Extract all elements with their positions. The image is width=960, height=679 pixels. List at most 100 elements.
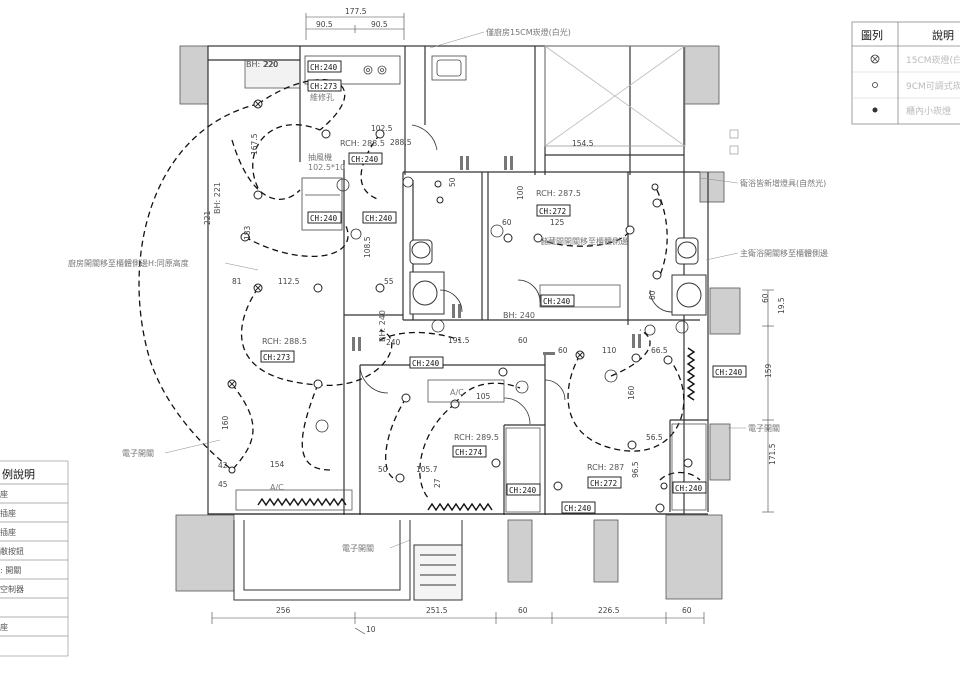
outer-walls xyxy=(207,45,709,515)
legend-left-row-6: 空制器 xyxy=(0,584,24,594)
dim-top-total: 177.5 xyxy=(345,7,367,16)
dim-i-20: 160 xyxy=(627,385,636,400)
doors xyxy=(359,124,673,425)
ch-tag-3: CH:240 xyxy=(351,155,379,164)
note-fan: 抽風機 xyxy=(308,152,332,162)
balcony xyxy=(233,520,463,601)
dim-i-22: 154 xyxy=(270,460,285,469)
dim-i-4: 183 xyxy=(243,225,252,240)
note-move-hole: 維修孔 xyxy=(310,92,334,102)
note-master-bath-switch: 主衛浴開關移至櫃體側邊 xyxy=(740,248,828,258)
dim-bottom-6: 10 xyxy=(366,625,376,634)
dim-i-27: 27 xyxy=(433,478,442,488)
ch-tag-10: CH:240 xyxy=(715,368,743,377)
legend-right xyxy=(851,21,960,125)
ac-units xyxy=(235,284,707,513)
light-crosses xyxy=(228,100,584,388)
dim-i-25: 50 xyxy=(378,465,388,474)
bh-label-2: BH: 221 xyxy=(213,182,222,214)
dim-i-6: 112.5 xyxy=(278,277,300,286)
leader-lines xyxy=(164,31,746,549)
dim-right-4: 171.5 xyxy=(768,443,777,465)
legend-left-title: 例說明 xyxy=(2,467,35,481)
dim-i-5: 221 xyxy=(203,210,212,225)
right-dimensions xyxy=(762,289,774,513)
legend-left-row-2: 插座 xyxy=(0,508,16,518)
legend-left-row-5: : 開關 xyxy=(0,566,21,575)
bh-label-1: BH: 220 xyxy=(246,60,278,69)
bh-label-4: BH: 240 xyxy=(503,311,535,320)
ch-tag-15: CH:240 xyxy=(675,484,703,493)
rch-label-3: RCH: 288.5 xyxy=(262,337,307,346)
ch-tag-2: CH:273 xyxy=(310,82,337,91)
top-dimensions xyxy=(305,13,405,40)
dim-i-3: 167.5 xyxy=(250,133,259,155)
legend-right-row-2: 9CM可調式崁 xyxy=(906,80,960,92)
dim-right-1: 60 xyxy=(761,293,770,303)
legend-left-row-8: 座 xyxy=(0,622,8,632)
dim-bottom-2: 251.5 xyxy=(426,606,448,615)
dim-bottom-1: 256 xyxy=(276,606,291,615)
ch-tag-boxes xyxy=(260,60,747,514)
dim-i-28: 56.5 xyxy=(646,433,663,442)
dim-i-26: 105.7 xyxy=(416,465,438,474)
bath-fixtures xyxy=(409,237,707,316)
dim-i-24: 45 xyxy=(218,480,228,489)
ch-tag-4: CH:240 xyxy=(310,214,338,223)
dim-i-15: 60 xyxy=(518,336,528,345)
legend-right-header-desc: 說明 xyxy=(932,28,954,42)
dim-i-12: 60 xyxy=(502,218,512,227)
dim-right-3: 159 xyxy=(764,363,773,378)
note-e-switch-bottom: 電子開關 xyxy=(342,544,374,553)
ch-tag-14: CH:272 xyxy=(590,479,617,488)
dim-i-30: 50 xyxy=(448,177,457,187)
hatch-marks xyxy=(352,156,641,355)
dim-i-17: 110 xyxy=(602,346,617,355)
ch-tag-8: CH:273 xyxy=(263,353,290,362)
note-e-switch-right: 電子開關 xyxy=(748,424,780,433)
radiators xyxy=(257,347,696,512)
dim-i-18: 66.5 xyxy=(651,346,668,355)
dim-i-8: 55 xyxy=(384,277,394,286)
note-top-light: 僅廚房15CM崁燈(白光) xyxy=(486,27,571,37)
note-fan-dim: 102.5*10 xyxy=(308,163,345,172)
rch-label-2: RCH: 287.5 xyxy=(536,189,581,198)
ch-tag-1: CH:240 xyxy=(310,63,338,72)
dim-i-21: 105 xyxy=(476,392,491,401)
ch-tag-6: CH:272 xyxy=(539,207,566,216)
note-bath-fixture: 衛浴皆新增燈具(自然光) xyxy=(740,178,826,188)
dim-bottom-4: 226.5 xyxy=(598,606,620,615)
dim-right-2: 19.5 xyxy=(777,297,786,314)
dim-bottom-3: 60 xyxy=(518,606,528,615)
ch-tag-11: CH:274 xyxy=(455,448,483,457)
dim-i-9: 108.5 xyxy=(363,236,372,258)
dim-bottom-5: 60 xyxy=(682,606,692,615)
ch-tag-5: CH:240 xyxy=(365,214,393,223)
dim-i-13: 125 xyxy=(550,218,565,227)
legend-left-row-1: 座 xyxy=(0,489,8,499)
legend-left xyxy=(0,460,69,657)
dim-i-14: 191.5 xyxy=(448,336,470,345)
dim-i-23: 42 xyxy=(218,461,228,470)
walls xyxy=(175,45,741,600)
bottom-dimensions xyxy=(211,612,705,635)
kitchen-fixtures xyxy=(301,45,686,231)
dim-i-33: 220 xyxy=(264,60,279,69)
dim-i-2: 288.5 xyxy=(390,138,412,147)
dim-top-left: 90.5 xyxy=(316,20,333,29)
ch-tag-9: CH:240 xyxy=(412,359,440,368)
dim-top-right: 90.5 xyxy=(371,20,388,29)
ch-tag-7: CH:240 xyxy=(543,297,571,306)
dim-i-31: 60 xyxy=(648,290,657,300)
dim-i-11: 100 xyxy=(516,185,525,200)
fixture-numbers xyxy=(315,176,689,433)
dim-i-19: 160 xyxy=(221,415,230,430)
note-kitchen-switch: 廚房開關移至櫃體側邊H:同原高度 xyxy=(68,258,189,268)
note-storage-switch: 儲藏間開關移至櫃體側邊 xyxy=(540,236,628,246)
legend-left-row-4: 敝按鈕 xyxy=(0,546,24,556)
bh-label-3: BH: 240 xyxy=(378,310,387,342)
rch-label-4: RCH: 289.5 xyxy=(454,433,499,442)
ch-tag-12: CH:240 xyxy=(509,486,537,495)
ch-tag-13: CH:240 xyxy=(564,504,592,513)
